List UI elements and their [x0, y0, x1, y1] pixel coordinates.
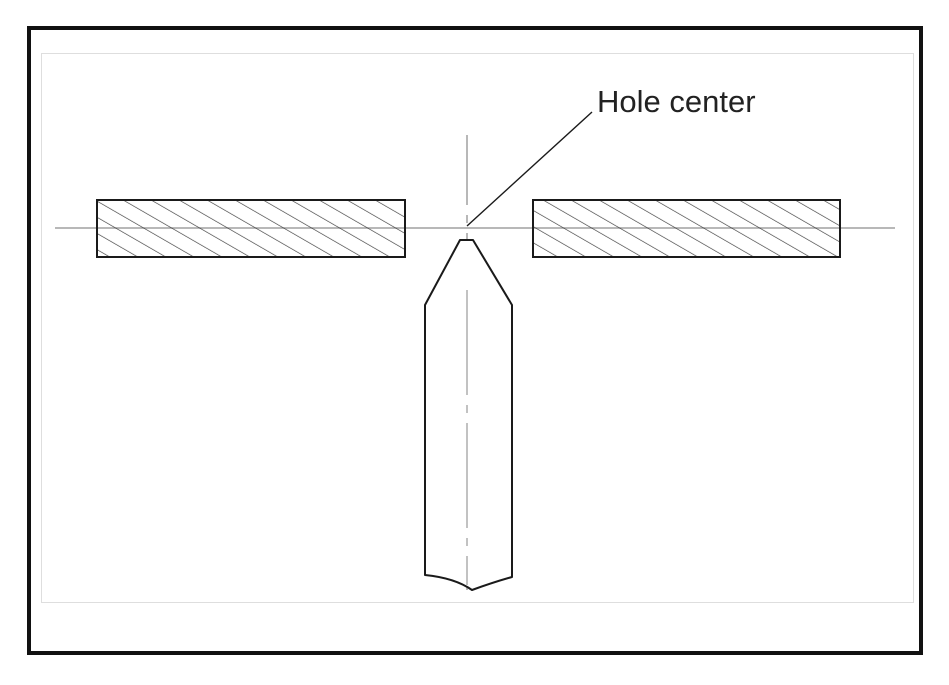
left-plate-section [96, 199, 406, 258]
hole-center-label: Hole center [597, 84, 756, 119]
drill-bit [424, 239, 513, 591]
drawing-area [41, 53, 914, 603]
right-plate-section [532, 199, 841, 258]
callout-leader-line [466, 111, 593, 227]
